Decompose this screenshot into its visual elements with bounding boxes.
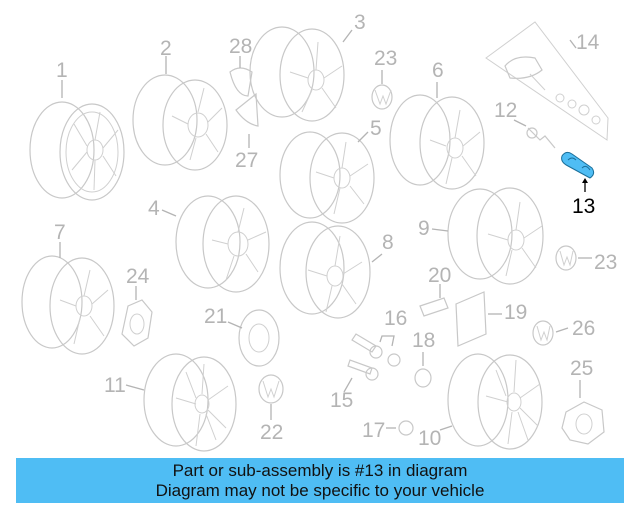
wheel-7-icon bbox=[21, 242, 115, 355]
callout-4[interactable]: 4 bbox=[148, 197, 160, 220]
callout-10[interactable]: 10 bbox=[418, 427, 442, 450]
tpms-sensor-kit-14-icon bbox=[485, 21, 609, 141]
trim-piece-28-icon bbox=[229, 56, 253, 97]
callout-9[interactable]: 9 bbox=[418, 217, 430, 240]
wheel-8-icon bbox=[279, 221, 383, 319]
cap-17-icon bbox=[386, 420, 414, 436]
banner-line-disclaimer: Diagram may not be specific to your vehi… bbox=[155, 480, 485, 500]
callout-7[interactable]: 7 bbox=[54, 221, 66, 244]
callout-6[interactable]: 6 bbox=[432, 59, 444, 82]
banner-line-part-number: Part or sub-assembly is #13 in diagram bbox=[172, 460, 468, 480]
valve-part-13-highlighted-icon bbox=[561, 151, 595, 192]
callout-26[interactable]: 26 bbox=[572, 317, 596, 340]
wheel-2-icon bbox=[132, 56, 228, 171]
callout-3[interactable]: 3 bbox=[354, 11, 366, 34]
callout-28[interactable]: 28 bbox=[229, 35, 253, 58]
callout-2[interactable]: 2 bbox=[160, 37, 172, 60]
callout-19[interactable]: 19 bbox=[504, 301, 528, 324]
wheel-9-icon bbox=[431, 187, 544, 285]
callout-20[interactable]: 20 bbox=[428, 264, 452, 287]
valve-stem-12-icon bbox=[513, 119, 556, 149]
callout-5[interactable]: 5 bbox=[370, 117, 382, 140]
wheel-4-icon bbox=[161, 195, 270, 293]
manual-19-icon bbox=[455, 291, 502, 347]
callout-11[interactable]: 11 bbox=[104, 374, 126, 397]
wheel-11-icon bbox=[125, 353, 237, 452]
center-cap-25-icon bbox=[561, 380, 605, 445]
callout-22[interactable]: 22 bbox=[260, 421, 284, 444]
hubcap-21-icon bbox=[227, 309, 280, 367]
callout-24[interactable]: 24 bbox=[126, 265, 150, 288]
callout-17[interactable]: 17 bbox=[362, 419, 386, 442]
callout-23-right[interactable]: 23 bbox=[594, 251, 618, 274]
callout-16[interactable]: 16 bbox=[384, 307, 408, 330]
center-cap-24-icon bbox=[121, 286, 153, 347]
callout-27[interactable]: 27 bbox=[235, 149, 259, 172]
clip-20-icon bbox=[419, 284, 449, 317]
callout-13-highlighted[interactable]: 13 bbox=[572, 195, 596, 218]
wheel-1-icon bbox=[29, 80, 125, 201]
callout-14[interactable]: 14 bbox=[576, 31, 600, 54]
vw-emblem-23-icon bbox=[371, 70, 393, 110]
part-info-banner: Part or sub-assembly is #13 in diagram D… bbox=[16, 458, 624, 503]
callout-1[interactable]: 1 bbox=[56, 59, 68, 82]
callout-15[interactable]: 15 bbox=[330, 389, 354, 412]
callout-23[interactable]: 23 bbox=[374, 47, 398, 70]
lug-cap-18-icon bbox=[414, 352, 432, 388]
wheel-10-icon bbox=[439, 353, 543, 450]
vw-emblem-26-icon bbox=[532, 320, 569, 346]
callout-18[interactable]: 18 bbox=[412, 329, 436, 352]
callout-12[interactable]: 12 bbox=[494, 99, 518, 122]
wheel-3-icon bbox=[249, 26, 353, 122]
callout-25[interactable]: 25 bbox=[570, 357, 594, 380]
callout-21[interactable]: 21 bbox=[204, 305, 228, 328]
vw-emblem-22-icon bbox=[258, 374, 284, 420]
callout-8[interactable]: 8 bbox=[382, 231, 394, 254]
wheel-6-icon bbox=[389, 82, 485, 190]
wheel-5-icon bbox=[279, 131, 375, 224]
vw-emblem-23-right-icon bbox=[555, 245, 592, 271]
trim-piece-27-icon bbox=[235, 92, 259, 148]
wheel-bolt-15-16-icon bbox=[343, 333, 401, 393]
